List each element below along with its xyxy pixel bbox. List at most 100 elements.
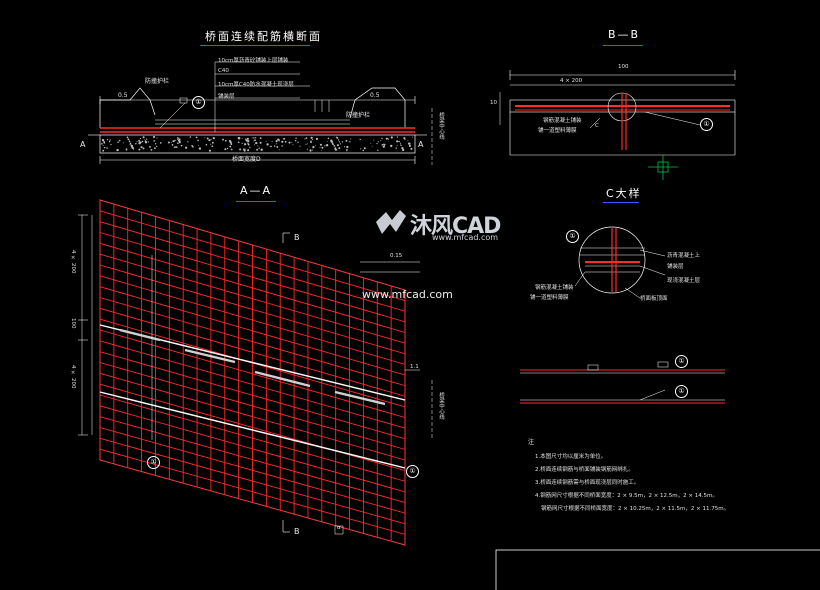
aggregate-dot (371, 145, 373, 147)
aggregate-dot (319, 147, 321, 149)
aggregate-dot (230, 148, 233, 151)
aggregate-dot (336, 144, 339, 147)
aggregate-dot (410, 147, 413, 150)
aggregate-dot (241, 142, 243, 144)
aggregate-dot (385, 137, 388, 140)
rebar-line (99, 427, 406, 514)
aggregate-dot (310, 136, 313, 139)
aggregate-dot (243, 149, 246, 152)
bb-dim-total: 100 (618, 64, 629, 70)
aggregate-dot (211, 145, 214, 148)
bb-dim-seg: 4 × 200 (560, 78, 583, 84)
aggregate-dot (345, 139, 348, 142)
aggregate-dot (330, 140, 333, 143)
aggregate-dot (312, 145, 315, 149)
aggregate-dot (278, 149, 280, 151)
rebar-line (99, 297, 406, 387)
aggregate-dot (247, 149, 250, 152)
rebar-line (99, 221, 406, 312)
aggregate-dot (173, 146, 176, 149)
aggregate-dot (396, 140, 399, 143)
aggregate-dot (376, 143, 378, 145)
aggregate-dot (344, 146, 346, 148)
dim-right-label: 0.5 (370, 92, 380, 99)
aggregate-dot (241, 137, 243, 139)
concrete-hatch (101, 135, 414, 152)
aggregate-dot (103, 146, 106, 149)
aggregate-dot (359, 138, 361, 141)
aggregate-dot (332, 143, 334, 146)
aggregate-dot (106, 138, 109, 141)
aggregate-dot (141, 140, 144, 143)
aggregate-dot (229, 141, 232, 144)
cross-section-centerline-label: 桥梁中心线 (438, 112, 444, 140)
aggregate-dot (149, 145, 151, 148)
note-1: 1.本图尺寸均以厘米为单位。 (535, 454, 607, 460)
aggregate-dot (370, 142, 372, 144)
aggregate-dot (195, 136, 198, 139)
aggregate-dot (387, 138, 389, 140)
aggregate-dot (350, 138, 352, 140)
aggregate-dot (197, 145, 199, 147)
aggregate-dot (346, 150, 348, 152)
bb-label-c: C (595, 123, 599, 129)
rebar-callout-4: ① (406, 465, 419, 478)
aggregate-dot (244, 148, 246, 150)
aggregate-dot (185, 146, 188, 149)
note-2: 2.桥面连续钢筋与桥面铺装钢筋网绑扎。 (535, 467, 634, 473)
rebar-line (99, 264, 406, 355)
aa-dim-right-mid: 1.1 (410, 364, 419, 370)
aggregate-dot (275, 140, 278, 143)
aggregate-dot (401, 147, 404, 150)
small-details (520, 361, 725, 404)
aggregate-dot (254, 144, 255, 146)
aggregate-dot (278, 140, 280, 142)
rebar-line (99, 459, 406, 546)
aggregate-dot (237, 141, 240, 144)
section-aa-title: A—A (240, 184, 273, 197)
aggregate-dot (325, 144, 329, 147)
aggregate-dot (150, 149, 153, 151)
aggregate-dot (210, 139, 212, 141)
detail-c-view (574, 226, 666, 299)
aggregate-dot (230, 143, 233, 145)
aggregate-dot (395, 147, 397, 149)
aggregate-dot (142, 136, 145, 139)
cut-b-bottom: B (294, 527, 300, 536)
aggregate-dot (271, 141, 273, 143)
aa-centerline-label: 桥梁中心线 (438, 392, 444, 420)
aggregate-dot (253, 137, 255, 139)
aggregate-dot (359, 148, 361, 150)
aggregate-dot (400, 142, 402, 144)
aggregate-dot (239, 148, 242, 151)
rebar-line (99, 286, 406, 376)
aggregate-dot (402, 148, 404, 151)
aggregate-dot (177, 142, 179, 145)
aggregate-dot (129, 141, 131, 143)
rebar-line (99, 340, 406, 429)
aggregate-dot (400, 144, 402, 147)
aa-dim-left-mid: 100 (70, 318, 76, 329)
aggregate-dot (136, 141, 138, 143)
dim-left-label: 0.5 (118, 92, 128, 99)
detail-c-title: C大样 (606, 187, 642, 200)
aggregate-dot (110, 143, 112, 146)
notes-heading: 注 (528, 439, 535, 446)
aggregate-dot (338, 147, 341, 150)
aa-dim-left-top: 4 × 200 (70, 250, 76, 274)
aggregate-dot (159, 142, 162, 144)
aggregate-dot (408, 142, 411, 145)
aggregate-dot (153, 140, 155, 142)
aggregate-dot (327, 137, 330, 140)
aggregate-dot (128, 139, 130, 141)
marker-a-left: A (80, 140, 86, 149)
section-aa-title-underline (236, 201, 276, 202)
mfcad-url-watermark: www.mfcad.com (362, 288, 453, 301)
rebar-callout-2: ① (700, 118, 713, 131)
aggregate-dot (204, 136, 206, 138)
aggregate-dot (273, 145, 276, 147)
aggregate-dot (377, 141, 379, 143)
cross-section-title: 桥面连续配筋横断面 (205, 30, 322, 43)
aggregate-dot (192, 146, 194, 148)
